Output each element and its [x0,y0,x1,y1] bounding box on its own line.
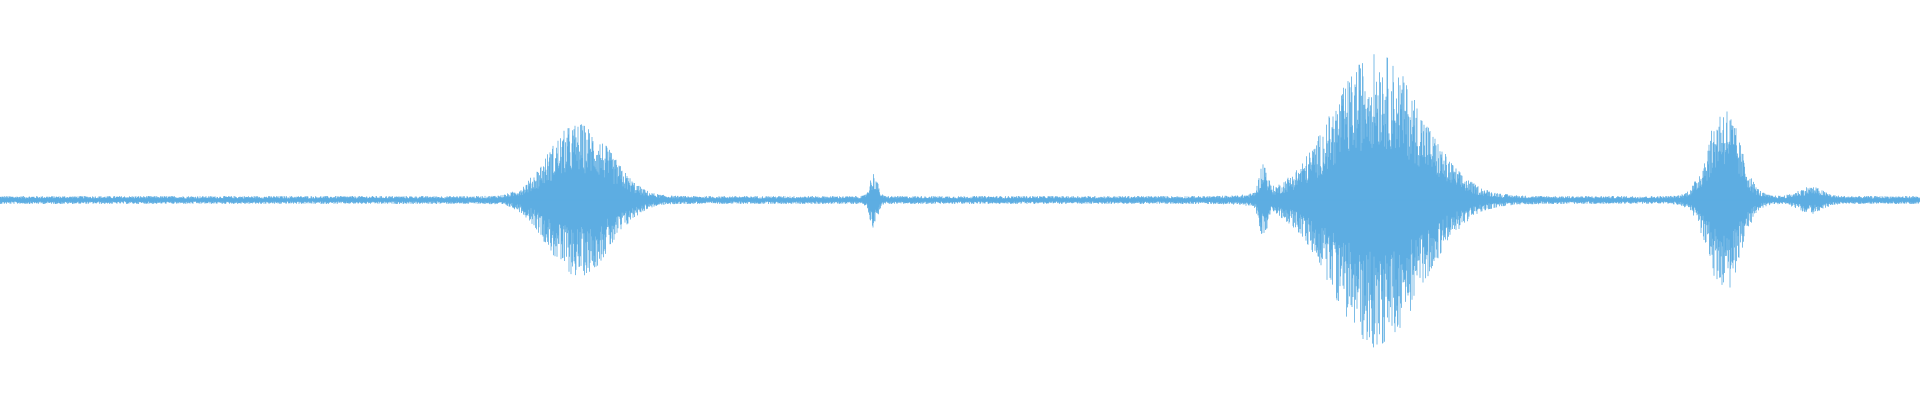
waveform-samples [0,54,1920,348]
waveform-path [0,54,1920,348]
